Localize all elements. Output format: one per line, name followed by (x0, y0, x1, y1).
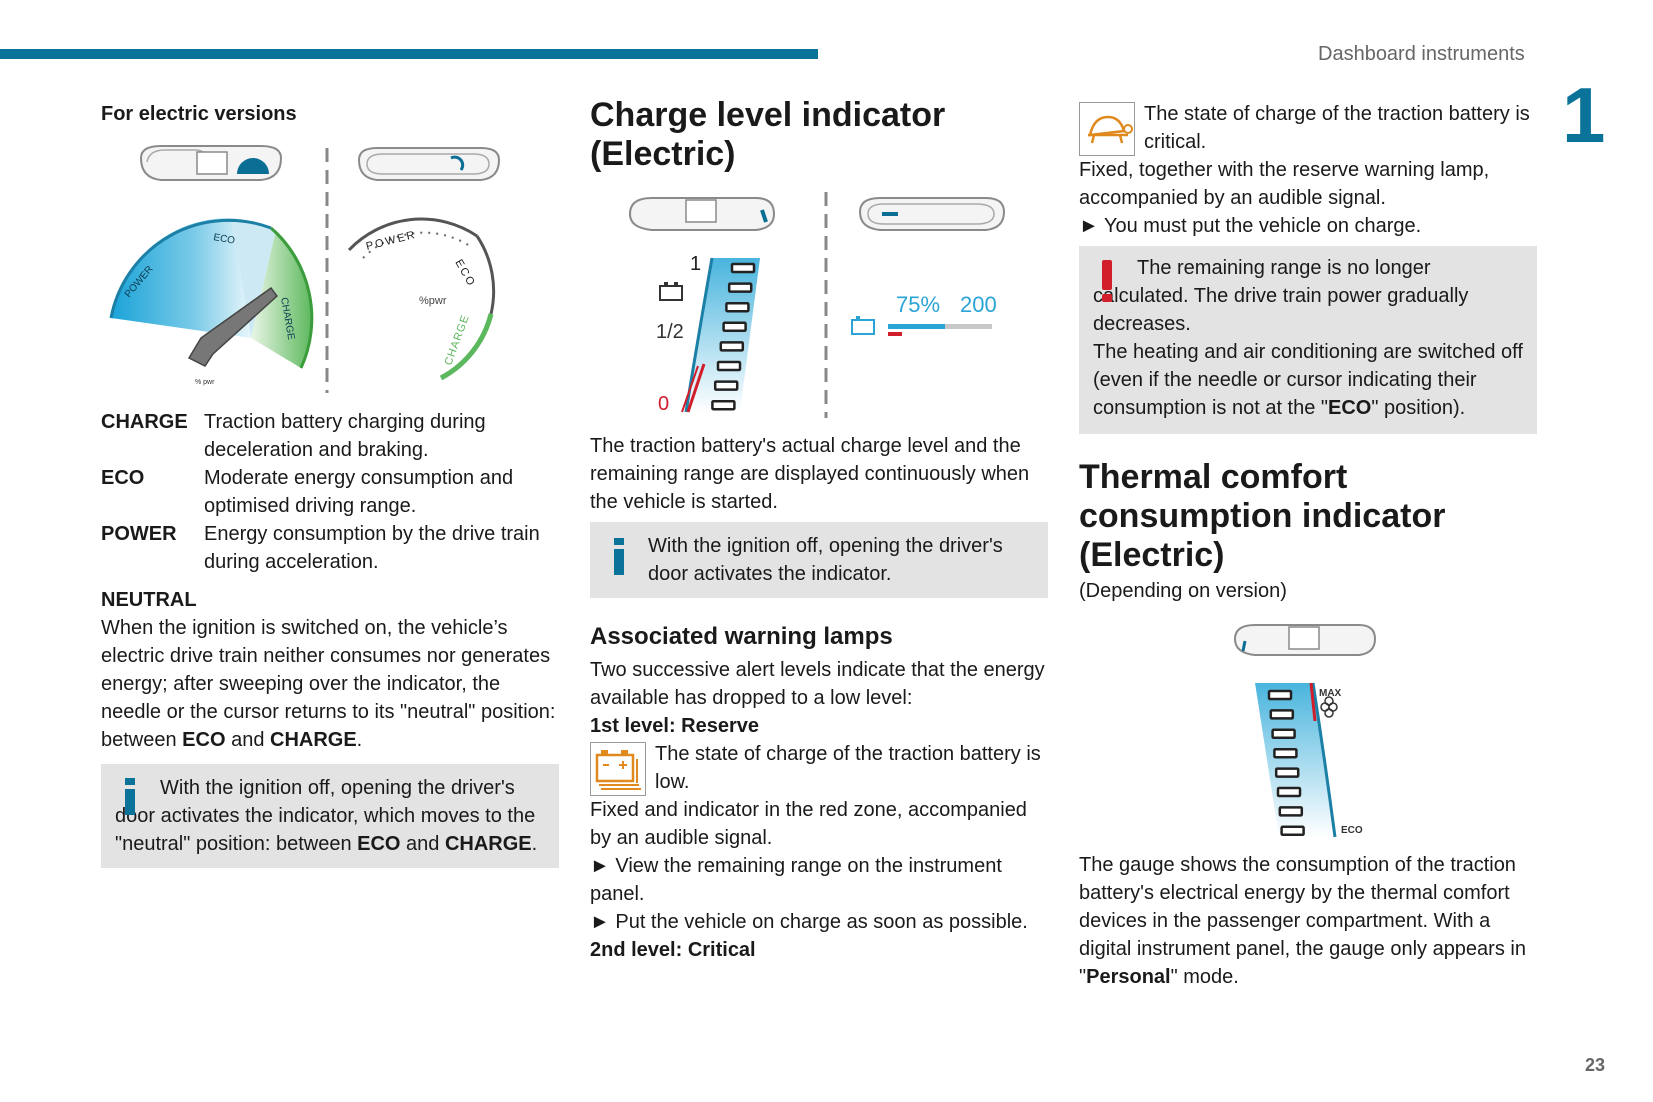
charge-segment (730, 262, 756, 274)
info-icon (614, 538, 624, 575)
thermal-comfort-title: Thermal comfort consumption indicator (E… (1079, 458, 1446, 574)
level-2-heading: 2nd level: Critical (590, 939, 756, 961)
charge-level-title: Charge level indicator (Electric) (590, 96, 946, 173)
battery-icon-digital (851, 316, 875, 335)
charge-segments (711, 262, 756, 411)
exclamation-icon (1102, 260, 1112, 302)
warning-text-2: The heating and air conditioning are swi… (1093, 341, 1523, 419)
digital-cluster-thumbnail-2 (858, 197, 1006, 231)
digital-cluster-thumbnail (357, 147, 501, 181)
battery-icon (659, 282, 683, 301)
charge-level-paragraph: The traction battery's actual charge lev… (590, 435, 1030, 513)
level-1-lamp-text: The state of charge of the traction batt… (655, 743, 1041, 793)
thermal-segment (1276, 786, 1302, 798)
warning-box: The remaining range is no longer calcula… (1079, 246, 1537, 434)
level-1-action-1: ► View the remaining range on the instru… (590, 855, 1002, 905)
def-term-eco: ECO (101, 467, 145, 489)
charge-level-figure: 1 1/2 0 75% 200 (628, 192, 1006, 418)
turtle-icon (1088, 115, 1133, 144)
pwr-label-digital: %pwr (419, 295, 447, 307)
info-box-neutral: With the ignition off, opening the drive… (101, 764, 559, 868)
thermal-paragraph: The gauge shows the consumption of the t… (1079, 854, 1526, 988)
thermal-segments (1267, 689, 1305, 837)
analog-charge-gauge: 1 1/2 0 (656, 253, 760, 415)
neutral-heading: NEUTRAL (101, 589, 197, 611)
critical-battery-lamp (1079, 102, 1135, 156)
fan-icon (1320, 696, 1338, 718)
charge-segment (722, 321, 747, 333)
charge-segment (716, 360, 742, 372)
thermal-gauge-figure: MAX ECO (1233, 624, 1377, 838)
level-1-description: Fixed and indicator in the red zone, acc… (590, 799, 1027, 849)
eco-label-digital: ECO (452, 258, 477, 290)
info-icon (125, 778, 135, 815)
info-text-neutral: With the ignition off, opening the drive… (115, 777, 538, 855)
charge-segment (713, 380, 739, 391)
thermal-segment (1280, 825, 1305, 837)
info-box-charge: With the ignition off, opening the drive… (590, 522, 1048, 598)
def-term-charge: CHARGE (101, 411, 188, 433)
thermal-segment (1271, 728, 1296, 740)
column-2: Charge level indicator (Electric) 1 1 (590, 96, 1048, 964)
analog-cluster-thumbnail-2 (628, 197, 776, 231)
neutral-paragraph: When the ignition is switched on, the ve… (101, 617, 556, 751)
charge-label-empty: 0 (658, 393, 669, 415)
charge-segment (719, 341, 745, 352)
def-term-power: POWER (101, 523, 177, 545)
thermal-comfort-subtitle: (Depending on version) (1079, 580, 1287, 602)
warning-intro: Two successive alert levels indicate tha… (590, 659, 1045, 709)
critical-description: Fixed, together with the reserve warning… (1079, 159, 1490, 209)
page-number: 23 (1585, 1055, 1606, 1075)
eco-label-thermal: ECO (1341, 825, 1363, 836)
critical-action: ► You must put the vehicle on charge. (1079, 215, 1422, 237)
level-1-action-2: ► Put the vehicle on charge as soon as p… (590, 911, 1028, 933)
charge-segment (711, 399, 736, 411)
charge-segment (727, 282, 753, 293)
column-1: For electric versions (101, 100, 559, 868)
level-1-heading: 1st level: Reserve (590, 715, 760, 737)
analog-power-gauge: POWER ECO CHARGE % pwr (109, 217, 314, 386)
battery-orange-icon (595, 750, 641, 790)
analog-cluster-thumbnail (139, 145, 283, 181)
thermal-segment (1273, 747, 1298, 759)
warning-text-1: The remaining range is no longer calcula… (1093, 257, 1469, 335)
max-label: MAX (1319, 688, 1342, 699)
analog-cluster-thumbnail-3 (1233, 624, 1377, 656)
charge-percent-readout: 75% (896, 292, 940, 317)
def-desc-power: Energy consumption by the drive train du… (204, 523, 540, 573)
range-readout: 200 (960, 292, 997, 317)
eco-label-analog: ECO (212, 232, 235, 247)
power-meter-figure: POWER ECO CHARGE % pwr POWER ECO CHARGE … (109, 145, 501, 393)
pwr-label-analog: % pwr (195, 379, 215, 386)
electric-versions-heading: For electric versions (101, 103, 297, 125)
info-text-charge: With the ignition off, opening the drive… (648, 535, 1003, 585)
charge-fill (888, 324, 945, 329)
level-1-lamp-row: The state of charge of the traction batt… (590, 740, 1048, 796)
digital-charge-bar: 75% 200 (851, 292, 997, 336)
thermal-segment (1274, 767, 1300, 778)
def-desc-eco: Moderate energy consumption and optimise… (204, 467, 514, 517)
charge-label-full: 1 (690, 253, 701, 275)
charge-segment (725, 301, 750, 313)
chapter-number: 1 (1562, 71, 1606, 159)
header-accent-bar (0, 49, 818, 59)
thermal-segment (1278, 806, 1304, 817)
section-title: Dashboard instruments (1318, 43, 1525, 65)
critical-lamp-row: The state of charge of the traction batt… (1079, 100, 1537, 156)
def-desc-charge: Traction battery charging during deceler… (204, 411, 486, 461)
low-battery-lamp (590, 742, 646, 796)
digital-power-gauge: POWER ECO CHARGE %pwr (347, 217, 496, 381)
thermal-segment (1269, 709, 1295, 720)
warning-lamps-heading: Associated warning lamps (590, 623, 893, 650)
mode-definitions: CHARGE Traction battery charging during … (101, 408, 559, 576)
thermal-segment (1267, 689, 1293, 701)
column-3: The state of charge of the traction batt… (1079, 100, 1537, 991)
critical-lamp-text: The state of charge of the traction batt… (1144, 103, 1530, 153)
charge-label-half: 1/2 (656, 321, 684, 343)
